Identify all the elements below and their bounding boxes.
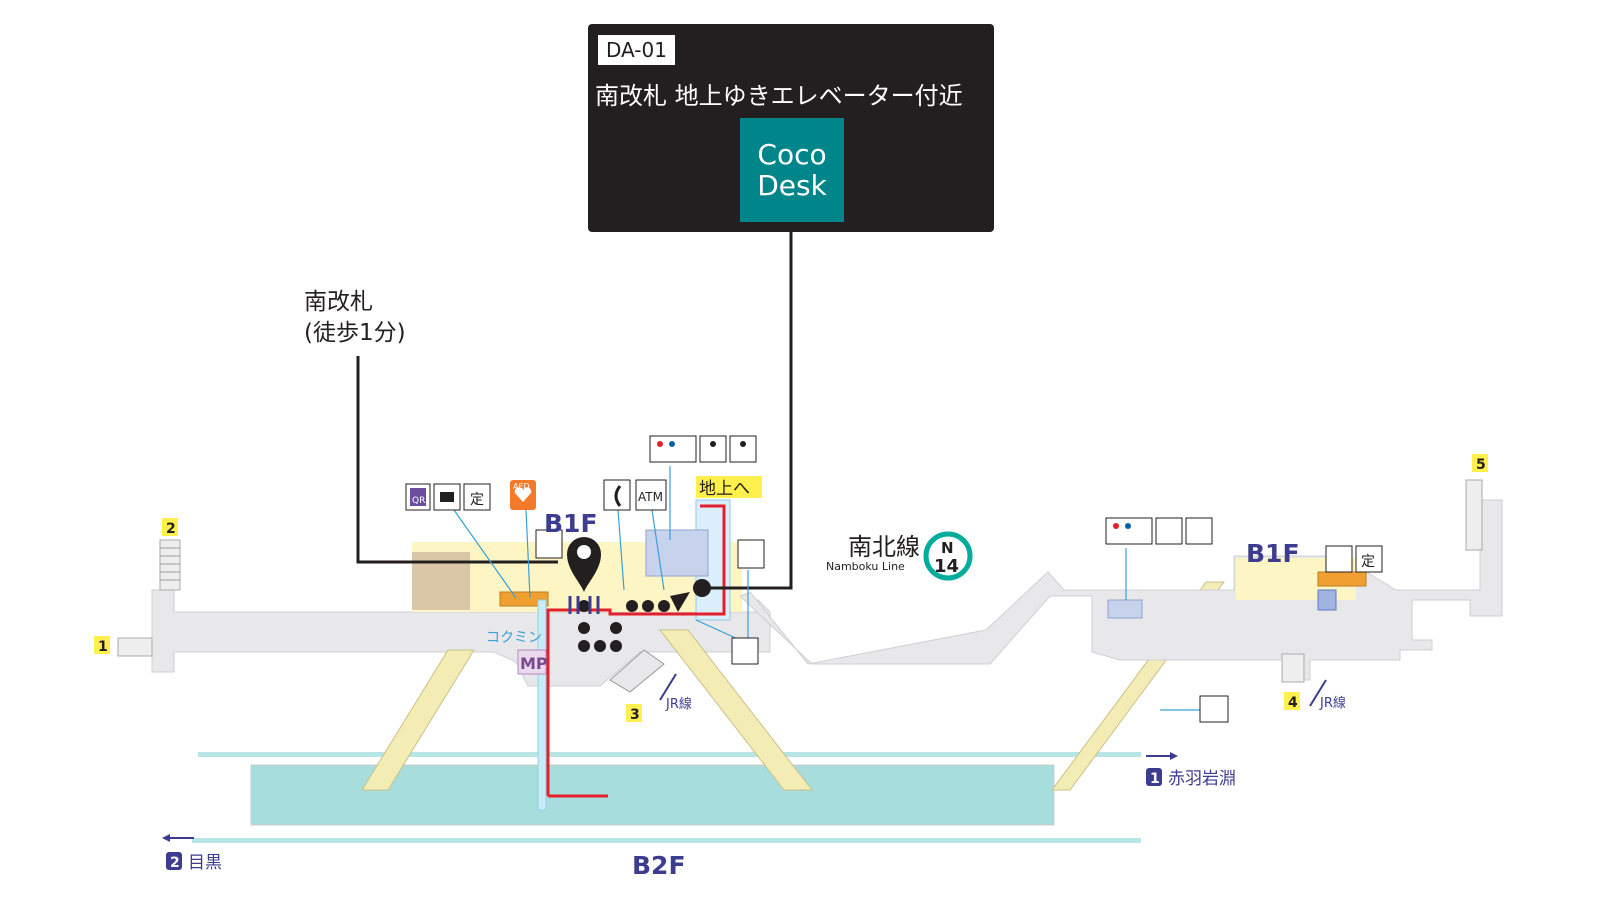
shop-orange-right — [1317, 571, 1367, 587]
payphone-icon — [603, 479, 631, 511]
line-code-letter: N — [941, 539, 954, 557]
to-ground-label: 地上へ — [699, 479, 750, 499]
line-name-en: Namboku Line — [826, 560, 905, 573]
brand-line-2: Desk — [757, 169, 827, 202]
exit-4-label: 4 — [1288, 695, 1298, 711]
exit-5-stair — [1465, 479, 1483, 551]
icon-atm — [635, 479, 667, 511]
line-code-number: 14 — [934, 556, 959, 577]
coco-desk-logo: Coco Desk — [740, 118, 844, 222]
ticket-office-icon — [433, 483, 461, 511]
kokumin-label: コクミン — [486, 630, 542, 646]
icon-qr — [405, 483, 431, 511]
ostomate-icon — [729, 435, 757, 463]
ticket-gates — [568, 596, 600, 614]
elevator-icon-2 — [737, 539, 765, 569]
exit-3-stair — [609, 649, 665, 693]
exit-1-label: 1 — [98, 639, 108, 655]
ticket-machine-icon — [731, 637, 759, 665]
aed-label: AED — [513, 482, 530, 491]
toward-2-number: 2 — [170, 855, 180, 871]
jr-arrow-4 — [1309, 679, 1327, 707]
toward-1-badge — [1146, 768, 1162, 786]
jr-label-4: JR線 — [1319, 695, 1346, 711]
ticket-machine-right — [1317, 589, 1337, 611]
line-name-ja: 南北線 — [848, 533, 920, 561]
teiki-label: 定 — [470, 492, 484, 508]
b2-rail-top — [198, 752, 1141, 757]
exit-5-label: 5 — [1476, 457, 1486, 473]
icon-aed — [510, 480, 536, 510]
toward-1-number: 1 — [1150, 771, 1160, 787]
toward-1-label: 赤羽岩淵 — [1168, 769, 1236, 789]
floor-b2: B2F — [632, 851, 686, 880]
toward-1-arrowhead — [1170, 752, 1178, 760]
walking-path — [578, 592, 690, 652]
baby-care-icon — [699, 435, 727, 463]
escalator-left — [361, 649, 475, 791]
facility-block — [645, 529, 709, 577]
toward-2-badge — [166, 852, 182, 870]
exit-2-label: 2 — [166, 521, 176, 537]
teiki-label-right: 定 — [1361, 554, 1375, 570]
toward-2-label: 目黒 — [188, 853, 222, 873]
ticket-office-icon-right — [1325, 545, 1353, 573]
toward-2-arrowhead — [162, 834, 170, 842]
exit-3-label: 3 — [630, 707, 640, 723]
qr-label: QR — [412, 496, 425, 506]
location-pin-icon — [567, 537, 601, 592]
floor-b1-right: B1F — [1246, 539, 1300, 568]
jr-label-3: JR線 — [665, 696, 692, 712]
line-code-badge — [923, 531, 973, 581]
kokumin-column — [537, 599, 547, 811]
booth-code: DA-01 — [597, 34, 676, 66]
gate-name: 南改札 — [304, 289, 373, 315]
exit-badge-3 — [626, 704, 642, 722]
connecting-corridor — [739, 499, 1503, 681]
icon-teiki-right — [1355, 545, 1383, 573]
icon-teiki — [463, 483, 491, 511]
booth-location: 南改札 地上ゆきエレベーター付近 — [595, 82, 963, 110]
restroom-icon-right — [1105, 517, 1153, 545]
facility-leaders — [453, 466, 1200, 711]
gate-label: 南改札 (徒歩1分) — [304, 287, 406, 349]
gate-leader — [356, 356, 558, 564]
exit-2-stair — [159, 539, 181, 591]
exit-badge-2 — [162, 518, 178, 536]
brand-line-1: Coco — [757, 138, 827, 171]
mp-label: MP — [520, 654, 548, 673]
jr-arrow-3 — [659, 673, 677, 701]
ostomate-icon-right — [1185, 517, 1213, 545]
escalator-center-right — [658, 629, 814, 791]
exit-badge-5 — [1472, 454, 1488, 472]
baby-care-icon-right — [1155, 517, 1183, 545]
elevator-route — [546, 504, 726, 796]
escalator-icon — [1199, 695, 1229, 723]
callout-leader — [702, 232, 793, 590]
exit-badge-4 — [1284, 692, 1300, 710]
exit-1-stair — [117, 637, 153, 657]
b2-rail-bottom — [192, 838, 1141, 843]
elevator-icon — [535, 529, 563, 559]
atm-label: ATM — [638, 490, 663, 504]
restroom-icon — [649, 435, 697, 463]
mp-badge — [517, 649, 547, 675]
exit-4-stair — [1281, 653, 1305, 683]
facility-block-right — [1107, 599, 1143, 619]
coco-desk-callout: DA-01 南改札 地上ゆきエレベーター付近 Coco Desk — [588, 24, 994, 232]
exit-badge-1 — [94, 636, 110, 654]
floor-b1-left: B1F — [544, 509, 598, 538]
gate-walk-time: (徒歩1分) — [304, 320, 406, 346]
to-ground-badge — [696, 476, 762, 498]
shop-orange-left — [499, 591, 549, 607]
